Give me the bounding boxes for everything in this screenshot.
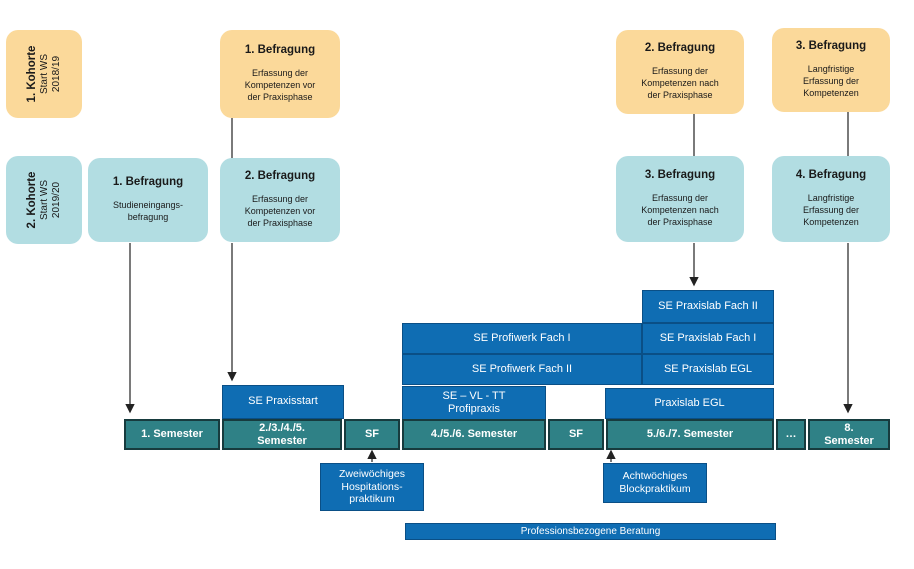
survey-desc-line: Erfassung der bbox=[802, 205, 860, 216]
module-label: SE Praxislab Fach II bbox=[658, 299, 758, 312]
survey-desc-line: der Praxisphase bbox=[647, 217, 713, 228]
survey-desc-line: Kompetenzen vor bbox=[244, 206, 316, 217]
module-se-praxislab-egl: SE Praxislab EGL bbox=[642, 354, 774, 385]
survey-title: 2. Befragung bbox=[644, 42, 716, 55]
module-label-line: SE – VL - TT bbox=[442, 389, 506, 402]
cohort-1-survey-1: 1. Befragung Erfassung der Kompetenzen v… bbox=[220, 30, 340, 118]
cohort-2-survey-1: 1. Befragung Studieneingangs- befragung bbox=[88, 158, 208, 242]
cohort-2-survey-4: 4. Befragung Langfristige Erfassung der … bbox=[772, 156, 890, 242]
survey-title: 1. Befragung bbox=[112, 176, 184, 189]
survey-title: 1. Befragung bbox=[244, 44, 316, 57]
module-profipraxis: SE – VL - TT Profipraxis bbox=[402, 386, 546, 420]
survey-desc: Studieneingangs- befragung bbox=[113, 199, 183, 223]
survey-desc-line: Kompetenzen nach bbox=[641, 205, 719, 216]
internship-label-line: Blockpraktikum bbox=[619, 483, 691, 495]
semester-2-5: 2./3./4./5. Semester bbox=[222, 419, 342, 450]
survey-desc-line: Kompetenzen bbox=[803, 88, 859, 99]
internship-label-line: Hospitations- bbox=[341, 480, 403, 493]
semester-sf-2: SF bbox=[548, 419, 604, 450]
cohort-2-survey-2: 2. Befragung Erfassung der Kompetenzen v… bbox=[220, 158, 340, 242]
semester-label-line: 2./3./4./5. bbox=[259, 421, 305, 434]
survey-title: 4. Befragung bbox=[795, 169, 867, 182]
survey-desc: Langfristige Erfassung der Kompetenzen bbox=[803, 192, 859, 228]
cohort-1-card: 1. Kohorte Start WS 2018/19 bbox=[6, 30, 82, 118]
internship-label-line: Zweiwöchiges bbox=[339, 468, 405, 481]
semester-5-7: 5./6./7. Semester bbox=[606, 419, 774, 450]
cohort-2-card: 2. Kohorte Start WS 2019/20 bbox=[6, 156, 82, 244]
module-praxislab-egl: Praxislab EGL bbox=[605, 388, 774, 419]
internship-label-line: Achtwöchiges bbox=[622, 470, 688, 483]
semester-sf-1: SF bbox=[344, 419, 400, 450]
module-profiwerk-fach-1: SE Profiwerk Fach I bbox=[402, 323, 642, 354]
cohort-1-survey-3: 3. Befragung Langfristige Erfassung der … bbox=[772, 28, 890, 112]
cohort-2-semester: 2019/20 bbox=[50, 181, 62, 219]
counseling-bar: Professionsbezogene Beratung bbox=[405, 523, 776, 540]
semester-8: 8. Semester bbox=[808, 419, 890, 450]
semester-label-line: Semester bbox=[824, 434, 874, 447]
survey-desc-line: Langfristige bbox=[807, 64, 855, 75]
survey-title: 3. Befragung bbox=[644, 169, 716, 182]
survey-desc-line: Erfassung der bbox=[802, 76, 860, 87]
survey-desc-line: der Praxisphase bbox=[247, 218, 313, 229]
internship-label-line: praktikum bbox=[349, 493, 395, 506]
cohort-2-survey-3: 3. Befragung Erfassung der Kompetenzen n… bbox=[616, 156, 744, 242]
survey-desc-line: Erfassung der bbox=[651, 66, 709, 77]
survey-desc-line: der Praxisphase bbox=[647, 90, 713, 101]
module-se-praxisstart: SE Praxisstart bbox=[222, 385, 344, 419]
survey-desc-line: Kompetenzen nach bbox=[641, 78, 719, 89]
survey-desc-line: Langfristige bbox=[807, 193, 855, 204]
module-profiwerk-fach-2: SE Profiwerk Fach II bbox=[402, 354, 642, 385]
semester-label: … bbox=[785, 428, 797, 441]
cohort-2-title: 2. Kohorte bbox=[25, 171, 38, 229]
internship-hospitation: Zweiwöchiges Hospitations- praktikum bbox=[320, 463, 424, 511]
survey-desc: Langfristige Erfassung der Kompetenzen bbox=[803, 63, 859, 99]
survey-title: 3. Befragung bbox=[795, 40, 867, 53]
module-praxislab-fach-1: SE Praxislab Fach I bbox=[642, 323, 774, 354]
internship-block: Achtwöchiges Blockpraktikum bbox=[603, 463, 707, 503]
semester-1: 1. Semester bbox=[124, 419, 220, 450]
cohort-1-start: Start WS bbox=[39, 54, 51, 95]
cohort-1-survey-2: 2. Befragung Erfassung der Kompetenzen n… bbox=[616, 30, 744, 114]
survey-desc: Erfassung der Kompetenzen nach der Praxi… bbox=[641, 192, 719, 228]
survey-desc: Erfassung der Kompetenzen nach der Praxi… bbox=[641, 65, 719, 101]
semester-label: 5./6./7. Semester bbox=[646, 428, 734, 441]
module-praxislab-fach-2: SE Praxislab Fach II bbox=[642, 290, 774, 323]
semester-label: SF bbox=[568, 428, 584, 441]
semester-4-6: 4./5./6. Semester bbox=[402, 419, 546, 450]
module-label: SE Profiwerk Fach I bbox=[473, 331, 571, 344]
survey-desc-line: befragung bbox=[127, 212, 169, 223]
survey-desc-line: der Praxisphase bbox=[247, 92, 313, 103]
survey-desc-line: Studieneingangs- bbox=[112, 200, 184, 211]
semester-label: 1. Semester bbox=[141, 428, 203, 441]
module-label: SE Praxislab EGL bbox=[663, 362, 753, 375]
module-label: SE Praxisstart bbox=[248, 395, 318, 408]
cohort-2-start: Start WS bbox=[39, 180, 51, 221]
semester-label: 4./5./6. Semester bbox=[430, 428, 518, 441]
survey-title: 2. Befragung bbox=[244, 170, 316, 183]
survey-desc: Erfassung der Kompetenzen vor der Praxis… bbox=[245, 193, 316, 229]
module-label: SE Praxislab Fach I bbox=[659, 331, 757, 344]
survey-desc-line: Erfassung der bbox=[251, 68, 308, 79]
module-label-line: Profipraxis bbox=[448, 403, 500, 415]
semester-label: SF bbox=[364, 428, 380, 441]
survey-desc-line: Erfassung der bbox=[251, 194, 308, 205]
survey-desc: Erfassung der Kompetenzen vor der Praxis… bbox=[245, 67, 316, 103]
semester-ellipsis: … bbox=[776, 419, 806, 450]
survey-desc-line: Kompetenzen bbox=[803, 217, 859, 228]
cohort-1-semester: 2018/19 bbox=[50, 55, 62, 93]
semester-label-line: 8. bbox=[844, 421, 854, 434]
survey-desc-line: Erfassung der bbox=[651, 193, 709, 204]
module-label: Praxislab EGL bbox=[654, 396, 725, 409]
semester-label-line: Semester bbox=[257, 434, 307, 447]
counseling-label: Professionsbezogene Beratung bbox=[520, 525, 661, 537]
survey-desc-line: Kompetenzen vor bbox=[244, 80, 316, 91]
module-label: SE Profiwerk Fach II bbox=[471, 362, 573, 375]
cohort-1-title: 1. Kohorte bbox=[25, 45, 38, 103]
